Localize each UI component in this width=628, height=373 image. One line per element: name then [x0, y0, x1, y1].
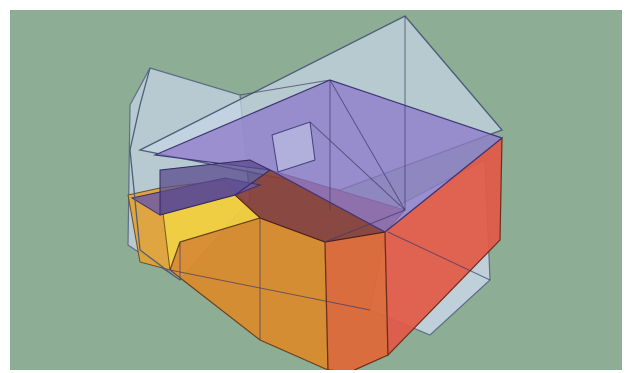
3d-scene — [10, 10, 622, 370]
red-box-front-face — [325, 232, 388, 370]
orange-block-front-face — [170, 218, 328, 370]
3d-view-canvas — [10, 10, 622, 370]
